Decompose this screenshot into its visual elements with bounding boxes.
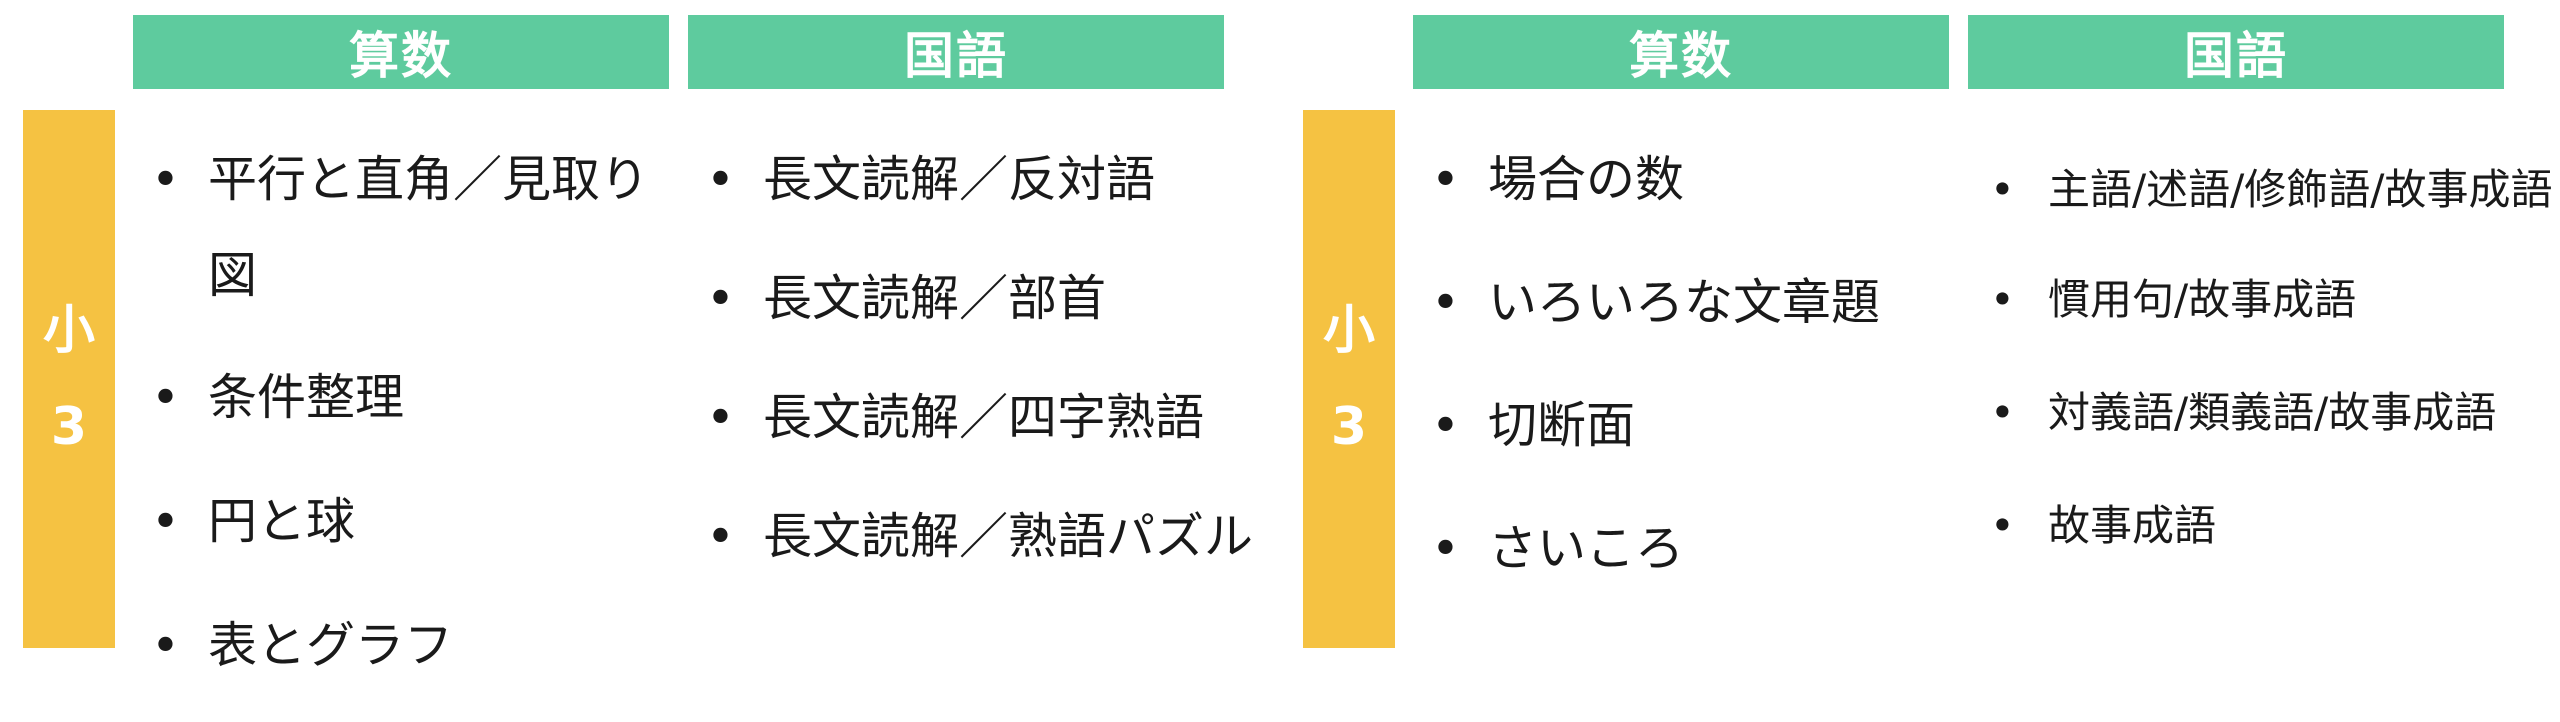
list-item: いろいろな文章題 xyxy=(1413,255,1968,351)
list-item: 長文読解／四字熟語 xyxy=(688,370,1288,466)
japanese-topic-list: 長文読解／反対語 長文読解／部首 長文読解／四字熟語 長文読解／熟語パズル xyxy=(688,132,1288,608)
curriculum-panel-right: 小 3 算数 国語 場合の数 いろいろな文章題 切断面 さいころ 主語/述語/修… xyxy=(1280,0,2560,665)
curriculum-panel-left: 小 3 算数 国語 平行と直角／見取り図 条件整理 円と球 表とグラフ 長文読解… xyxy=(0,0,1280,694)
japanese-header: 国語 xyxy=(688,15,1224,89)
grade-number: 3 xyxy=(50,397,88,457)
math-header: 算数 xyxy=(133,15,669,89)
list-item: 条件整理 xyxy=(133,350,688,446)
grade-level-char: 小 xyxy=(42,301,95,361)
math-topic-list: 場合の数 いろいろな文章題 切断面 さいころ xyxy=(1413,132,1968,624)
japanese-topic-list: 主語/述語/修飾語/故事成語 慣用句/故事成語 対義語/類義語/故事成語 故事成… xyxy=(1968,146,2560,595)
list-item: 主語/述語/修飾語/故事成語 xyxy=(1968,146,2560,234)
list-item: 平行と直角／見取り図 xyxy=(133,132,688,324)
list-item: さいころ xyxy=(1413,501,1968,597)
grade-label-bar: 小 3 xyxy=(23,110,115,648)
list-item: 場合の数 xyxy=(1413,132,1968,228)
japanese-header: 国語 xyxy=(1968,15,2504,89)
list-item: 対義語/類義語/故事成語 xyxy=(1968,369,2560,457)
list-item: 長文読解／反対語 xyxy=(688,132,1288,228)
math-topic-list: 平行と直角／見取り図 条件整理 円と球 表とグラフ xyxy=(133,132,688,722)
grade-label-bar: 小 3 xyxy=(1303,110,1395,648)
list-item: 円と球 xyxy=(133,474,688,570)
grade-number: 3 xyxy=(1330,397,1368,457)
list-item: 故事成語 xyxy=(1968,482,2560,570)
grade-level-char: 小 xyxy=(1322,301,1375,361)
list-item: 長文読解／熟語パズル xyxy=(688,489,1288,585)
list-item: 切断面 xyxy=(1413,378,1968,474)
math-header: 算数 xyxy=(1413,15,1949,89)
list-item: 慣用句/故事成語 xyxy=(1968,256,2560,344)
list-item: 長文読解／部首 xyxy=(688,251,1288,347)
list-item: 表とグラフ xyxy=(133,598,688,694)
